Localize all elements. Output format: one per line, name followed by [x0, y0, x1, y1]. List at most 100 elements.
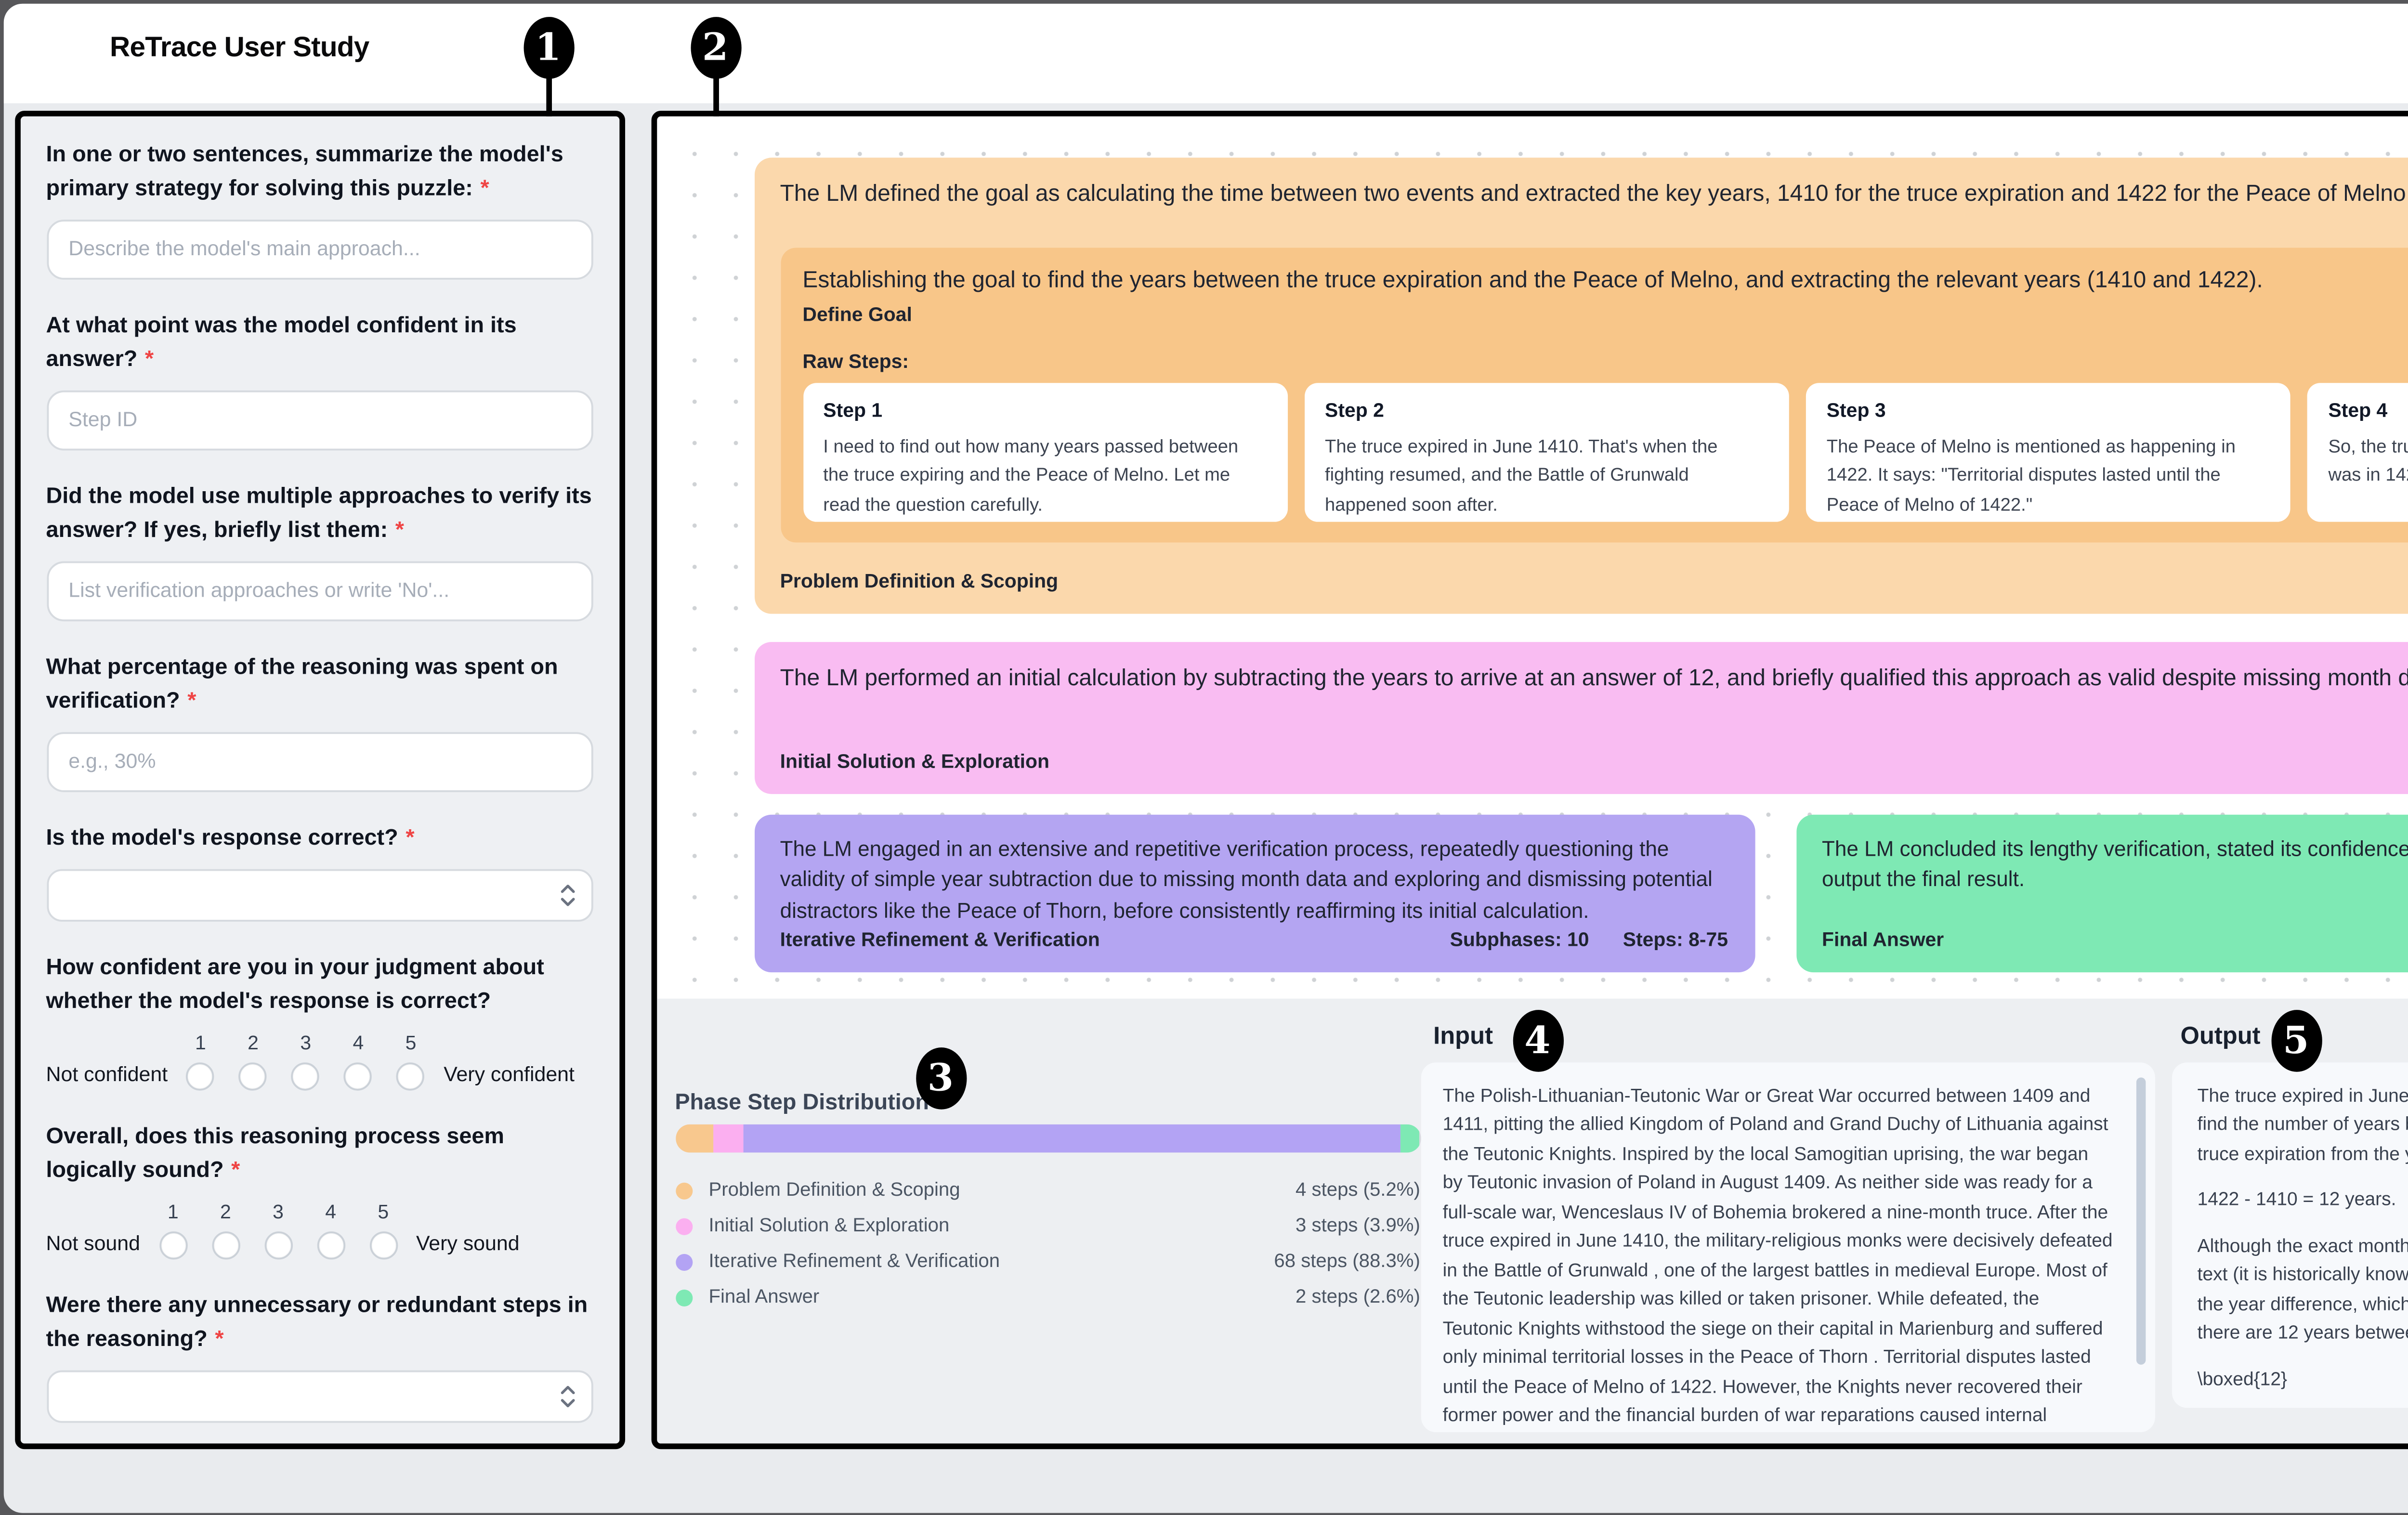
phase-footer: Problem Definition & Scoping Subphases: … [780, 570, 2408, 592]
step-title: Step 4 [2328, 399, 2388, 422]
question-label: Did the model use multiple approaches to… [46, 478, 592, 545]
distribution-title: Phase Step Distribution [675, 1087, 929, 1114]
phase-block-problem-definition[interactable]: The LM defined the goal as calculating t… [754, 157, 2408, 613]
rating-option: 3 [264, 1201, 292, 1259]
question-label-text: In one or two sentences, summarize the m… [46, 140, 563, 200]
rating-left-label: Not confident [46, 1063, 168, 1086]
redundant-steps-select[interactable] [46, 1369, 592, 1422]
step-title: Step 2 [1325, 399, 1384, 422]
rating-number: 5 [405, 1031, 417, 1054]
verification-percentage-input[interactable] [46, 731, 592, 792]
question-strategy: In one or two sentences, summarize the m… [46, 136, 592, 279]
phase-block-initial-solution[interactable]: The LM performed an initial calculation … [754, 641, 2408, 793]
required-asterisk: * [395, 515, 404, 542]
question-label: At what point was the model confident in… [46, 307, 592, 374]
confidence-step-input[interactable] [46, 389, 592, 450]
rating-option: 2 [211, 1201, 240, 1259]
question-label-text: Did the model use multiple approaches to… [46, 481, 592, 542]
response-correct-select[interactable] [46, 868, 592, 921]
step-card[interactable]: Step 2 The truce expired in June 1410. T… [1304, 382, 1789, 521]
phase-block-iterative-refinement[interactable]: The LM engaged in an extensive and repet… [754, 813, 1754, 972]
legend-row: Iterative Refinement & Verification 68 s… [675, 1243, 1420, 1279]
raw-steps-row: Step 1 I need to find out how many years… [802, 382, 2408, 521]
strategy-input[interactable] [46, 219, 592, 279]
rating-number: 3 [300, 1031, 312, 1054]
legend-label: Final Answer [708, 1287, 820, 1307]
legend-value: 68 steps (88.3%) [1274, 1251, 1420, 1272]
rating-option: 3 [291, 1031, 320, 1090]
question-label: What percentage of the reasoning was spe… [46, 649, 592, 716]
subphase-name: Define Goal [802, 303, 912, 326]
phase-footer: Final Answer Subphases: 2 Steps: 76-77 [1822, 928, 2408, 951]
verification-approaches-input[interactable] [46, 560, 592, 621]
rating-options: 1 2 3 4 5 [186, 1032, 425, 1090]
rating-radio[interactable] [344, 1061, 373, 1090]
input-text-card[interactable]: The Polish-Lithuanian-Teutonic War or Gr… [1420, 1061, 2154, 1432]
rating-radio[interactable] [264, 1230, 292, 1259]
rating-radio[interactable] [158, 1230, 187, 1259]
step-card[interactable]: Step 1 I need to find out how many years… [802, 382, 1288, 521]
phase-footer: Initial Solution & Exploration Subphases… [780, 750, 2408, 772]
rating-number: 3 [273, 1200, 284, 1223]
soundness-rating: Not sound 1 2 3 4 5 Very sound [46, 1201, 592, 1259]
phase-summary: The LM engaged in an extensive and repet… [780, 838, 1713, 925]
output-text-card[interactable]: The truce expired in June 1410, and the … [2171, 1061, 2408, 1407]
callout-stem-1 [545, 70, 552, 116]
legend-dot [675, 1217, 692, 1234]
subphase-meta-row: Define Goal Steps: 1-4 [802, 303, 2408, 326]
step-card[interactable]: Step 4 So, the truce expired in 1410, an… [2307, 382, 2408, 521]
rating-radio[interactable] [291, 1061, 320, 1090]
legend-row: Final Answer 2 steps (2.6%) [675, 1279, 1420, 1315]
phase-summary: The LM performed an initial calculation … [780, 663, 2408, 690]
rating-number: 4 [353, 1031, 364, 1054]
input-scrollbar-thumb[interactable] [2135, 1076, 2145, 1366]
legend-row: Problem Definition & Scoping 4 steps (5.… [675, 1172, 1420, 1208]
question-redundant-steps: Were there any unnecessary or redundant … [46, 1287, 592, 1422]
rating-options: 1 2 3 4 5 [158, 1200, 398, 1259]
rating-option: 1 [158, 1200, 187, 1259]
rating-number: 1 [167, 1200, 179, 1223]
question-multiple-approaches: Did the model use multiple approaches to… [46, 478, 592, 621]
rating-option: 4 [316, 1201, 345, 1259]
legend-label: Iterative Refinement & Verification [708, 1251, 1000, 1272]
step-card[interactable]: Step 3 The Peace of Melno is mentioned a… [1806, 382, 2291, 521]
rating-radio[interactable] [211, 1230, 240, 1259]
phase-name: Initial Solution & Exploration [780, 750, 1049, 773]
bar-segment-iterative-refinement [743, 1123, 1401, 1152]
legend-label: Problem Definition & Scoping [708, 1179, 960, 1201]
callout-stem-2 [712, 70, 719, 116]
question-response-correct: Is the model's response correct? * [46, 819, 592, 921]
phase-summary: The LM concluded its lengthy verificatio… [1822, 838, 2408, 893]
required-asterisk: * [215, 1324, 224, 1351]
callout-badge-5: 5 [2270, 1009, 2321, 1071]
rating-number: 2 [248, 1031, 259, 1054]
legend-value: 2 steps (2.6%) [1296, 1287, 1420, 1307]
rating-radio[interactable] [316, 1230, 345, 1259]
question-label-text: Is the model's response correct? [46, 823, 398, 849]
input-scrollbar[interactable] [2135, 1076, 2145, 1417]
question-label-text: What percentage of the reasoning was spe… [46, 652, 558, 713]
rating-radio[interactable] [239, 1061, 267, 1090]
required-asterisk: * [480, 173, 489, 200]
legend-value: 3 steps (3.9%) [1296, 1215, 1420, 1236]
phase-name: Final Answer [1822, 928, 1944, 951]
step-title: Step 1 [823, 399, 883, 422]
required-asterisk: * [406, 823, 415, 849]
subphase-block-define-goal[interactable]: Establishing the goal to find the years … [780, 248, 2408, 542]
question-label: Is the model's response correct? * [46, 819, 592, 853]
phase-summary: The LM defined the goal as calculating t… [780, 179, 2408, 206]
distribution-legend: Problem Definition & Scoping 4 steps (5.… [675, 1172, 1420, 1315]
phase-block-final-answer[interactable]: The LM concluded its lengthy verificatio… [1795, 813, 2408, 972]
question-label: In one or two sentences, summarize the m… [46, 136, 592, 204]
phase-name: Problem Definition & Scoping [780, 570, 1059, 592]
rating-radio[interactable] [369, 1230, 398, 1259]
question-label-text: Were there any unnecessary or redundant … [46, 1290, 588, 1351]
step-text: The truce expired in June 1410. That's w… [1325, 436, 1718, 517]
rating-radio[interactable] [186, 1061, 215, 1090]
required-asterisk: * [187, 686, 196, 713]
rating-option: 2 [239, 1032, 267, 1090]
rating-radio[interactable] [396, 1061, 425, 1090]
bar-segment-initial-solution [713, 1123, 743, 1152]
trace-canvas[interactable]: The LM defined the goal as calculating t… [650, 110, 2408, 1449]
